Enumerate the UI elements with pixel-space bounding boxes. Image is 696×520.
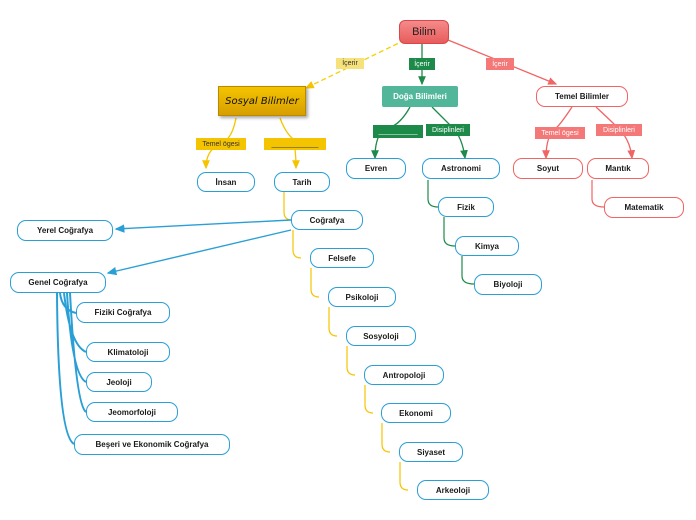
node-jeoloji[interactable]: Jeoloji	[86, 372, 152, 392]
node-evren[interactable]: Evren	[346, 158, 406, 179]
siyaset-label: Siyaset	[416, 447, 446, 457]
node-beseri-ekonomik-cografya[interactable]: Beşeri ve Ekonomik Coğrafya	[74, 434, 230, 455]
tarih-label: Tarih	[292, 177, 312, 187]
badge-temel-ogesi: Temel ögesi	[535, 127, 585, 139]
edge-cografya-yerel	[114, 219, 292, 233]
node-fizik[interactable]: Fizik	[438, 197, 494, 217]
matematik-label: Matematik	[624, 203, 664, 212]
badge-doga-blank: __________	[373, 125, 423, 138]
label-sosyal-icerir: İçerir	[336, 58, 364, 69]
arkeoloji-label: Arkeoloji	[435, 485, 471, 495]
node-felsefe[interactable]: Felsefe	[310, 248, 374, 268]
label-doga-icerir: İçerir	[409, 58, 435, 70]
node-fiziki-cografya[interactable]: Fiziki Coğrafya	[76, 302, 170, 323]
node-astronomi[interactable]: Astronomi	[422, 158, 500, 179]
node-genel-cografya[interactable]: Genel Coğrafya	[10, 272, 106, 293]
tarih-chain-line	[283, 192, 409, 491]
kimya-label: Kimya	[474, 241, 499, 251]
fiziki-cografya-label: Fiziki Coğrafya	[94, 308, 152, 317]
doga-title: Doğa Bilimleri	[393, 92, 447, 101]
node-matematik[interactable]: Matematik	[604, 197, 684, 218]
node-biyoloji[interactable]: Biyoloji	[474, 274, 542, 295]
root-label: Bilim	[412, 26, 436, 38]
node-tarih[interactable]: Tarih	[274, 172, 330, 192]
node-yerel-cografya[interactable]: Yerel Coğrafya	[17, 220, 113, 241]
node-klimatoloji[interactable]: Klimatoloji	[86, 342, 170, 362]
sosyal-title: Sosyal Bilimler	[225, 95, 299, 107]
node-sosyal-bilimler[interactable]: Sosyal Bilimler	[218, 86, 306, 116]
doga-chain-line	[427, 180, 475, 285]
node-siyaset[interactable]: Siyaset	[399, 442, 463, 462]
node-temel-bilimler[interactable]: Temel Bilimler	[536, 86, 628, 107]
node-sosyoloji[interactable]: Sosyoloji	[346, 326, 416, 346]
klimatoloji-label: Klimatoloji	[107, 347, 149, 357]
genel-children-lines	[56, 292, 87, 445]
sosyoloji-label: Sosyoloji	[363, 331, 399, 341]
badge-temel-disiplinleri: Disiplinleri	[596, 124, 642, 136]
node-doga-bilimleri[interactable]: Doğa Bilimleri	[382, 86, 458, 107]
ekonomi-label: Ekonomi	[399, 408, 433, 418]
node-antropoloji[interactable]: Antropoloji	[364, 365, 444, 385]
edge-root-sosyal	[304, 39, 406, 89]
node-psikoloji[interactable]: Psikoloji	[328, 287, 396, 307]
node-soyut[interactable]: Soyut	[513, 158, 583, 179]
jeoloji-label: Jeoloji	[106, 377, 132, 387]
antropoloji-label: Antropoloji	[382, 370, 426, 380]
beseri-ekonomik-cografya-label: Beşeri ve Ekonomik Coğrafya	[95, 440, 209, 449]
badge-doga-disiplinleri: Disiplinleri	[426, 124, 470, 136]
node-ekonomi[interactable]: Ekonomi	[381, 403, 451, 423]
astronomi-label: Astronomi	[441, 164, 481, 173]
felsefe-label: Felsefe	[328, 253, 356, 263]
label-temel-icerir: İçerir	[486, 58, 514, 70]
yerel-cografya-label: Yerel Coğrafya	[36, 226, 94, 235]
node-mantik[interactable]: Mantık	[587, 158, 649, 179]
node-jeomorfoloji[interactable]: Jeomorfoloji	[86, 402, 178, 422]
jeomorfoloji-label: Jeomorfoloji	[107, 407, 156, 417]
edge-cografya-genel	[106, 229, 292, 276]
badge-sosyal-blank: ____________	[264, 138, 326, 150]
insan-label: İnsan	[215, 177, 237, 187]
evren-label: Evren	[364, 164, 388, 173]
node-kimya[interactable]: Kimya	[455, 236, 519, 256]
psikoloji-label: Psikoloji	[345, 292, 379, 302]
temel-title: Temel Bilimler	[554, 92, 610, 101]
node-arkeoloji[interactable]: Arkeoloji	[417, 480, 489, 500]
soyut-label: Soyut	[536, 164, 560, 173]
root-node-bilim[interactable]: Bilim	[399, 20, 449, 44]
cografya-label: Coğrafya	[309, 215, 345, 225]
badge-sosyal-temel-ogesi: Temel ögesi	[196, 138, 246, 150]
biyoloji-label: Biyoloji	[493, 280, 523, 289]
genel-cografya-label: Genel Coğrafya	[28, 278, 88, 287]
fizik-label: Fizik	[457, 202, 475, 212]
node-cografya[interactable]: Coğrafya	[291, 210, 363, 230]
mantik-label: Mantık	[605, 164, 631, 173]
edge-mantik-matematik	[591, 180, 605, 208]
node-insan[interactable]: İnsan	[197, 172, 255, 192]
